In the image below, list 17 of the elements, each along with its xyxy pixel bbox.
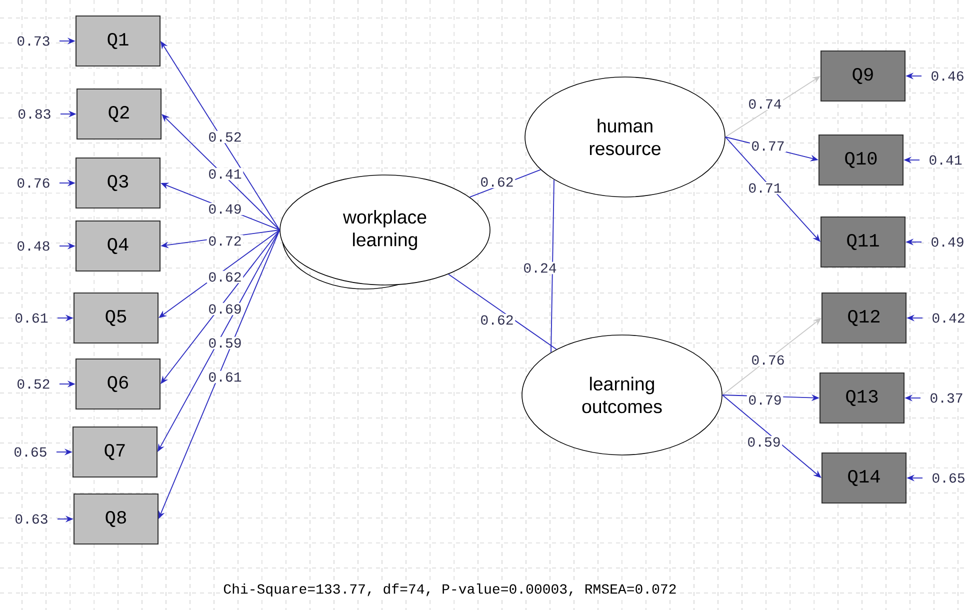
indicator-box: Q12	[821, 292, 907, 344]
indicator-box: Q3	[75, 157, 161, 209]
fit-statistics: Chi-Square=133.77, df=74, P-value=0.00003, RMSEA=0.072	[222, 582, 678, 598]
indicator-box: Q11	[820, 216, 906, 268]
indicator-box: Q7	[72, 426, 158, 478]
indicator-box: Q14	[821, 452, 907, 504]
indicator-box: Q4	[75, 220, 161, 272]
path-arrow	[724, 136, 820, 242]
indicator-box: Q6	[75, 358, 161, 410]
indicator-box: Q2	[76, 88, 162, 140]
indicator-box: Q13	[819, 372, 905, 424]
path-arrow	[162, 114, 280, 230]
indicator-box: Q9	[820, 50, 906, 102]
indicator-box: Q8	[73, 493, 159, 545]
indicator-box: Q5	[73, 292, 159, 344]
indicator-box: Q10	[818, 134, 904, 186]
indicator-box: Q1	[75, 15, 161, 67]
